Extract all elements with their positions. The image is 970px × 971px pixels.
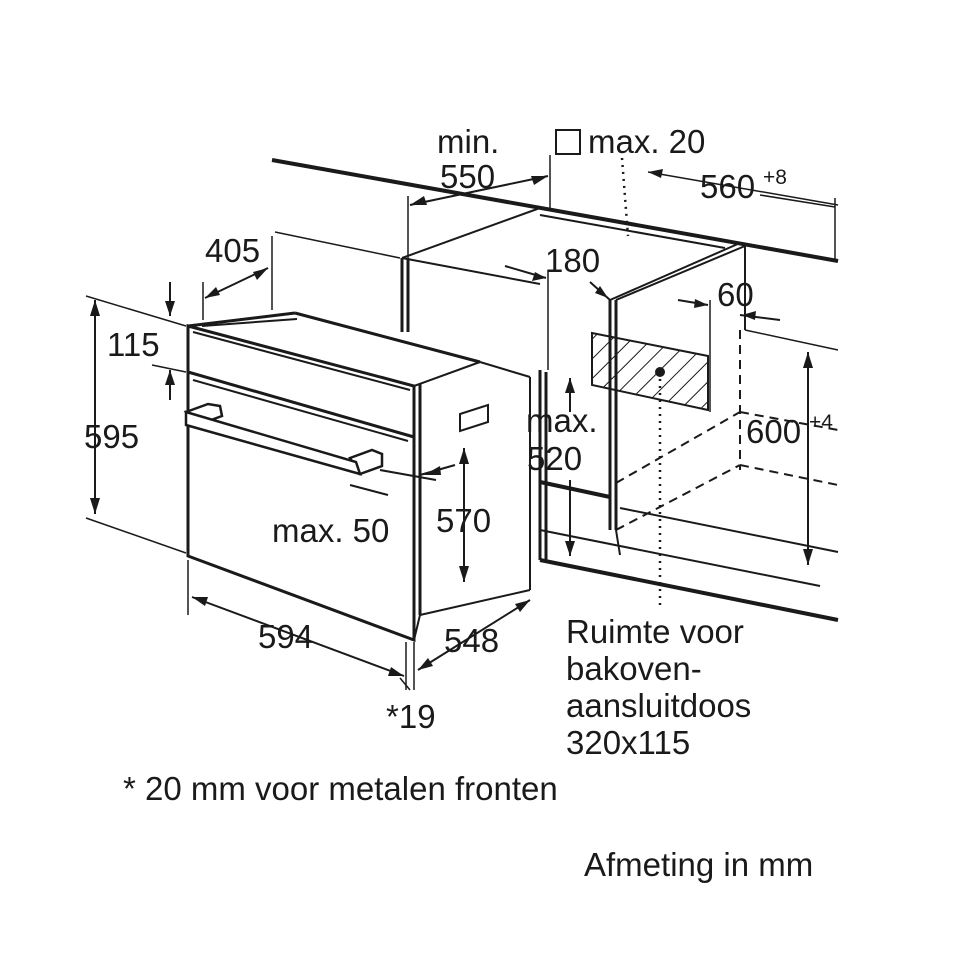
socket-note-line3: aansluitdoos — [566, 687, 751, 724]
hidden-lines — [615, 330, 839, 531]
socket-note-line2: bakoven- — [566, 650, 702, 687]
label-548: 548 — [444, 622, 499, 659]
footnote: * 20 mm voor metalen fronten — [123, 770, 558, 807]
oven — [186, 311, 531, 643]
label-600: 600 — [746, 413, 801, 450]
label-600-tolerance: +4 — [809, 411, 833, 434]
label-max-50: max. 50 — [272, 512, 389, 549]
worktop — [271, 158, 839, 263]
label-560: 560 — [700, 168, 755, 205]
socket-note-line1: Ruimte voor — [566, 613, 744, 650]
label-570: 570 — [436, 502, 491, 539]
socket-box — [591, 157, 709, 608]
label-min: min. — [437, 123, 499, 160]
label-560-tolerance: +8 — [763, 166, 787, 189]
label-405: 405 — [205, 232, 260, 269]
label-19: *19 — [386, 698, 436, 735]
label-550: 550 — [440, 158, 495, 195]
square-symbol-icon — [555, 129, 581, 155]
label-max-cutout: max. — [526, 402, 598, 439]
label-520: 520 — [527, 440, 582, 477]
label-60: 60 — [717, 276, 754, 313]
oven-handle — [183, 402, 384, 476]
units-note: Afmeting in mm — [584, 846, 813, 883]
label-595: 595 — [84, 418, 139, 455]
label-115: 115 — [107, 326, 160, 363]
socket-note-line4: 320x115 — [566, 724, 690, 761]
cabinet-niche — [400, 242, 839, 622]
label-180: 180 — [545, 242, 600, 279]
label-max-20: max. 20 — [588, 123, 705, 160]
label-594: 594 — [258, 618, 313, 655]
dimension-lines — [85, 155, 839, 691]
